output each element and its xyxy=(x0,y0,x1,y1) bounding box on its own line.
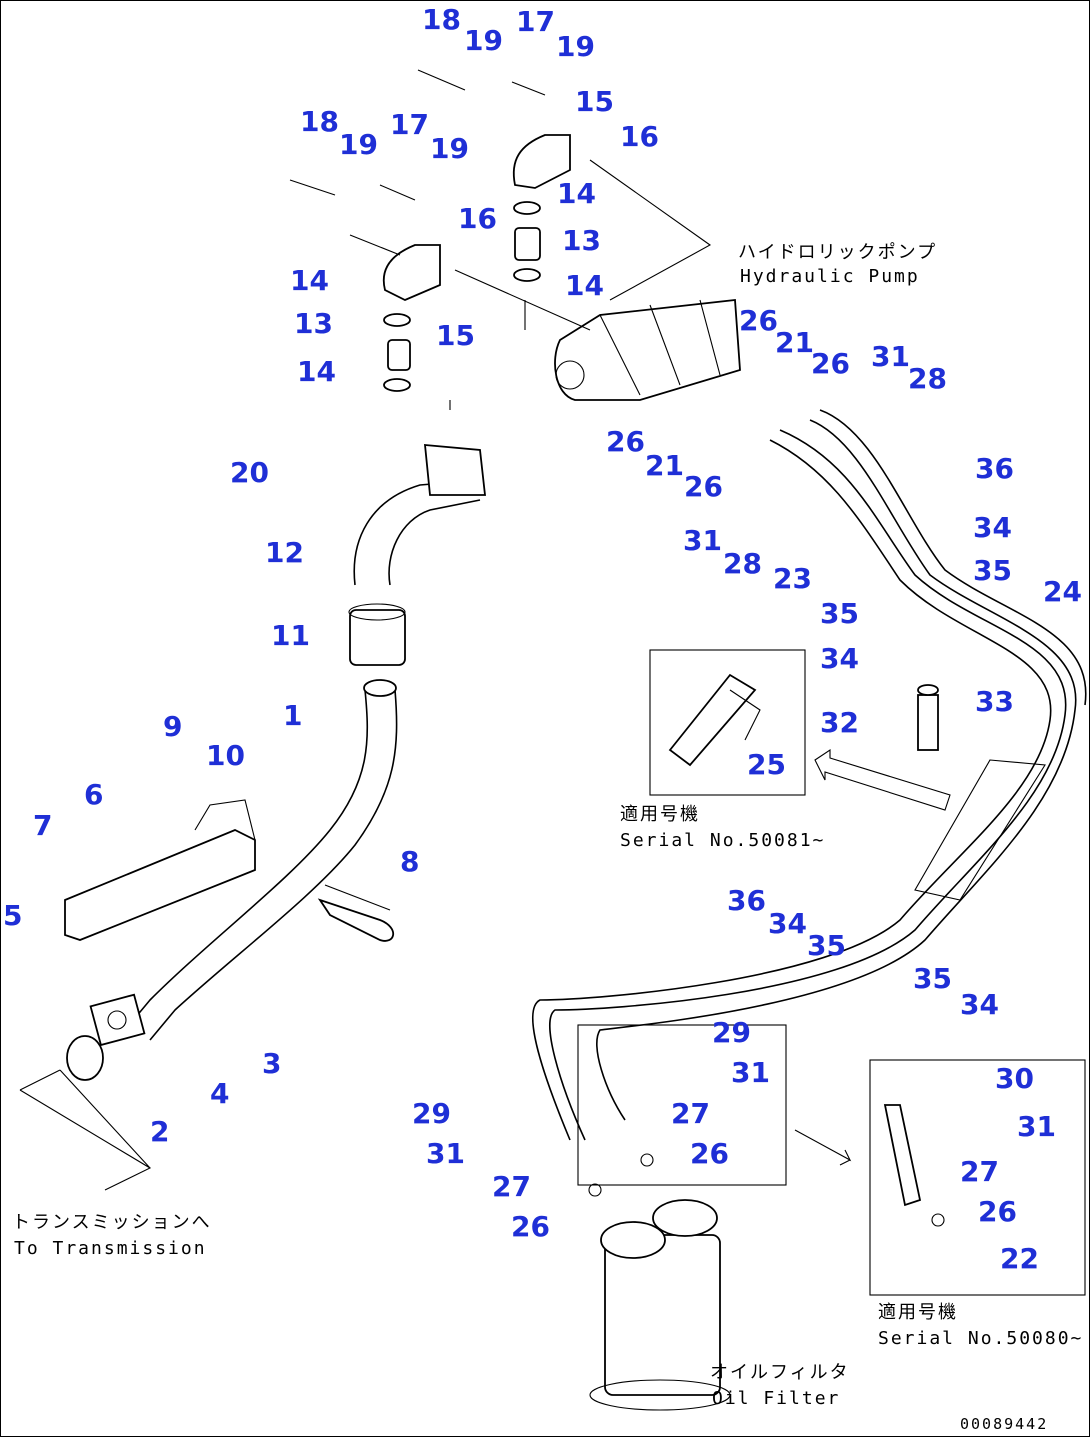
callout-1: 1 xyxy=(283,699,302,732)
callout-18b: 18 xyxy=(300,105,339,138)
callout-35a: 35 xyxy=(973,554,1012,587)
callout-12: 12 xyxy=(265,536,304,569)
callout-15b: 15 xyxy=(436,319,475,352)
callout-27b: 27 xyxy=(492,1170,531,1203)
callout-24: 24 xyxy=(1043,575,1082,608)
callout-25: 25 xyxy=(747,748,786,781)
callout-17a: 17 xyxy=(516,5,555,38)
callout-29b: 29 xyxy=(412,1097,451,1130)
caption-serial-a-en: Serial No.50081~ xyxy=(620,830,825,851)
callout-13a: 13 xyxy=(294,307,333,340)
callout-32: 32 xyxy=(820,706,859,739)
callout-19b: 19 xyxy=(556,30,595,63)
callout-35b: 35 xyxy=(820,597,859,630)
callout-16b: 16 xyxy=(458,202,497,235)
callout-30: 30 xyxy=(995,1062,1034,1095)
callout-33: 33 xyxy=(975,685,1014,718)
callout-19d: 19 xyxy=(430,132,469,165)
callout-28a: 28 xyxy=(908,362,947,395)
callout-17b: 17 xyxy=(390,108,429,141)
caption-serial-a-jp: 適用号機 xyxy=(620,804,700,825)
drawing-geometry xyxy=(19,69,1087,1411)
caption-pump-jp: ハイドロリックポンプ xyxy=(738,242,937,263)
callout-21b: 21 xyxy=(645,449,684,482)
callout-23: 23 xyxy=(773,562,812,595)
caption-serial-b-jp: 適用号機 xyxy=(878,1302,958,1323)
callout-9: 9 xyxy=(163,710,182,743)
callout-14c: 14 xyxy=(557,177,596,210)
callout-8: 8 xyxy=(400,845,419,878)
callout-5: 5 xyxy=(3,899,22,932)
callout-31b: 31 xyxy=(683,524,722,557)
callout-26a: 26 xyxy=(739,304,778,337)
callout-31a: 31 xyxy=(871,340,910,373)
callout-13b: 13 xyxy=(562,224,601,257)
callout-34d: 34 xyxy=(960,988,999,1021)
callout-28b: 28 xyxy=(723,547,762,580)
callout-22: 22 xyxy=(1000,1242,1039,1275)
callout-21a: 21 xyxy=(775,326,814,359)
callout-34a: 34 xyxy=(973,511,1012,544)
callout-10: 10 xyxy=(206,739,245,772)
callout-29a: 29 xyxy=(712,1016,751,1049)
callout-27a: 27 xyxy=(671,1097,710,1130)
callout-34c: 34 xyxy=(768,907,807,940)
callout-19c: 19 xyxy=(339,128,378,161)
callout-16a: 16 xyxy=(620,120,659,153)
caption-pump-en: Hydraulic Pump xyxy=(740,266,920,287)
callout-31c: 31 xyxy=(731,1056,770,1089)
callout-11: 11 xyxy=(271,619,310,652)
callout-36a: 36 xyxy=(975,452,1014,485)
callout-3: 3 xyxy=(262,1047,281,1080)
drawing-code: 00089442 xyxy=(960,1415,1048,1433)
callout-20: 20 xyxy=(230,456,269,489)
callout-4: 4 xyxy=(210,1077,229,1110)
callout-31d: 31 xyxy=(426,1137,465,1170)
caption-filter-en: Oil Filter xyxy=(712,1388,840,1409)
captions: ハイドロリックポンプ Hydraulic Pump 適用号機 Serial No… xyxy=(12,242,1083,1433)
callout-7: 7 xyxy=(33,809,52,842)
callout-35d: 35 xyxy=(913,962,952,995)
callout-26b: 26 xyxy=(811,347,850,380)
callout-labels: 1 2 3 4 5 6 7 8 9 10 11 12 13 13 14 14 1… xyxy=(3,3,1082,1275)
callout-26e: 26 xyxy=(690,1137,729,1170)
callout-35c: 35 xyxy=(807,929,846,962)
callout-31e: 31 xyxy=(1017,1110,1056,1143)
callout-26f: 26 xyxy=(511,1210,550,1243)
callout-34b: 34 xyxy=(820,642,859,675)
callout-6: 6 xyxy=(84,778,103,811)
callout-26c: 26 xyxy=(606,425,645,458)
callout-36b: 36 xyxy=(727,884,766,917)
callout-15a: 15 xyxy=(575,85,614,118)
callout-14d: 14 xyxy=(565,269,604,302)
caption-transmission-jp: トランスミッションへ xyxy=(12,1212,212,1233)
caption-transmission-en: To Transmission xyxy=(14,1238,207,1259)
caption-filter-jp: オイルフィルタ xyxy=(710,1362,850,1383)
caption-serial-b-en: Serial No.50080~ xyxy=(878,1328,1083,1349)
callout-14b: 14 xyxy=(297,355,336,388)
callout-26g: 26 xyxy=(978,1195,1017,1228)
callout-27c: 27 xyxy=(960,1155,999,1188)
callout-19a: 19 xyxy=(464,24,503,57)
callout-18a: 18 xyxy=(422,3,461,36)
callout-14a: 14 xyxy=(290,264,329,297)
callout-2: 2 xyxy=(150,1115,169,1148)
callout-26d: 26 xyxy=(684,470,723,503)
